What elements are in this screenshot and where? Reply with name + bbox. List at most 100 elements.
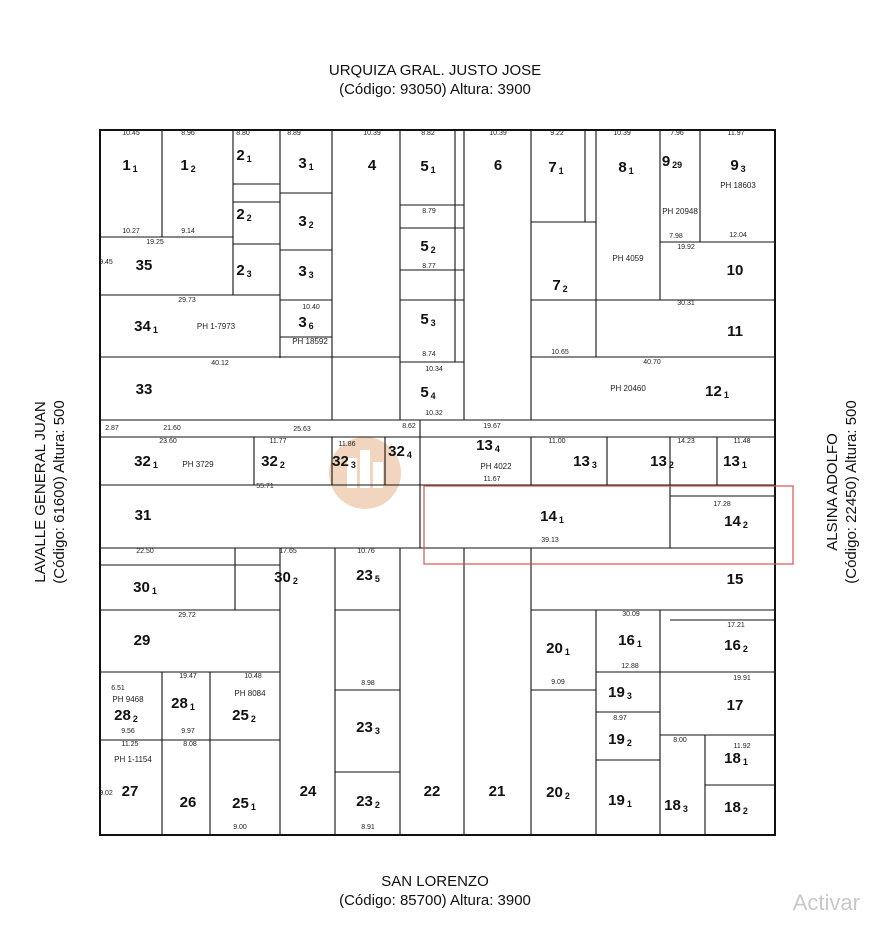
lot-number: 10: [727, 262, 744, 279]
dimension-label: 8.89: [287, 130, 301, 137]
ph-label: PH 18592: [292, 337, 328, 346]
dimension-label: 40.12: [211, 360, 229, 367]
dimension-label: 17.65: [279, 548, 297, 555]
lot-subnumber: 3: [375, 726, 380, 736]
lot-subnumber: 3: [247, 269, 252, 279]
dimension-label: 10.39: [613, 130, 631, 137]
dimension-label: 9.14: [181, 228, 195, 235]
dimension-label: 22.50: [136, 548, 154, 555]
street-bottom-label: SAN LORENZO (Código: 85700) Altura: 3900: [235, 872, 635, 910]
lot-subnumber: 1: [431, 165, 436, 175]
lot-subnumber: 1: [153, 325, 158, 335]
ph-label: PH 20460: [610, 384, 646, 393]
lot-subnumber: 3: [309, 270, 314, 280]
ph-label: PH 18603: [720, 181, 756, 190]
dimension-label: 55.71: [256, 483, 274, 490]
lot-subnumber: 2: [375, 800, 380, 810]
street-name: SAN LORENZO: [381, 873, 489, 890]
dimension-label: 11.25: [122, 741, 139, 748]
ph-label: PH 1-1154: [114, 755, 152, 764]
dimension-label: 7.96: [670, 130, 684, 137]
lot-number: 26: [180, 794, 197, 811]
lot-subnumber: 2: [247, 213, 252, 223]
dimension-label: 12.04: [729, 232, 747, 239]
lot-subnumber: 4: [495, 444, 500, 454]
lot-subnumber: 3: [683, 804, 688, 814]
lot-subnumber: 1: [247, 154, 252, 164]
lot-number: 33: [136, 381, 153, 398]
dimension-label: 9.09: [551, 679, 565, 686]
dimension-label: 10.45: [122, 130, 140, 137]
dimension-label: 9.45: [99, 259, 113, 266]
activation-watermark: Activar: [792, 890, 860, 915]
lot-subnumber: 2: [280, 460, 285, 470]
block-outline: [99, 129, 776, 836]
ph-label: PH 20948: [662, 207, 698, 216]
lot-lines: [100, 130, 775, 835]
lot-subnumber: 1: [627, 799, 632, 809]
lot-subnumber: 1: [309, 162, 314, 172]
lot-subnumber: 1: [637, 639, 642, 649]
dimension-label: 6.51: [111, 685, 125, 692]
street-name: URQUIZA GRAL. JUSTO JOSE: [328, 62, 542, 79]
dimension-label: 8.62: [402, 423, 416, 430]
lot-number: 29: [134, 632, 151, 649]
dimension-label: 9.22: [550, 130, 564, 137]
dimension-label: 10.39: [363, 130, 381, 137]
ph-label: PH 9468: [112, 695, 144, 704]
dimension-label: 8.74: [422, 351, 436, 358]
dimension-label: 29.73: [178, 297, 196, 304]
lot-subnumber: 1: [629, 166, 634, 176]
dimension-label: 2.87: [105, 425, 119, 432]
lot-number: 21: [489, 783, 506, 800]
dimension-label: 11.48: [734, 438, 751, 445]
ph-label: PH 3729: [182, 460, 214, 469]
ph-label: PH 8084: [234, 689, 266, 698]
lot-subnumber: 3: [431, 318, 436, 328]
dimension-label: 19.47: [179, 673, 197, 680]
lot-number: 17: [727, 697, 744, 714]
dimension-label: 30.09: [622, 611, 640, 618]
dimension-label: 10.65: [551, 349, 569, 356]
dimension-label: 10.40: [302, 304, 320, 311]
lot-subnumber: 3: [592, 460, 597, 470]
dimension-label: 8.77: [422, 263, 436, 270]
lot-subnumber: 1: [152, 586, 157, 596]
dimension-label: 11.67: [484, 476, 501, 483]
lot-number: 15: [727, 571, 744, 588]
lot-subnumber: 2: [627, 738, 632, 748]
lot-number: 11: [727, 323, 743, 340]
lot-subnumber: 2: [431, 245, 436, 255]
lot-subnumber: 2: [251, 714, 256, 724]
lot-subnumber: 29: [672, 160, 682, 170]
dimension-label: 9.56: [121, 728, 135, 735]
lot-subnumber: 1: [565, 647, 570, 657]
lot-subnumber: 2: [743, 644, 748, 654]
